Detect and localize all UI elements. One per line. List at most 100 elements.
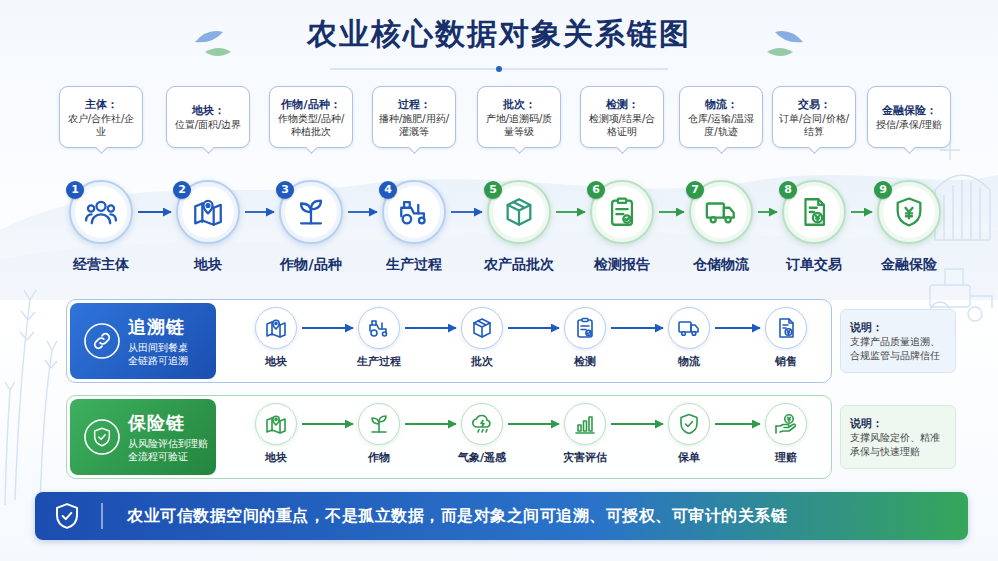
step-label: 检测 <box>574 354 596 369</box>
chain-step: 作物 <box>358 403 400 445</box>
bubble-heading: 金融保险： <box>882 103 937 118</box>
step-label: 理赔 <box>775 450 797 465</box>
bubble-body: 播种/施肥/用药/灌溉等 <box>378 112 450 138</box>
icon-ring <box>85 324 119 358</box>
callout-number: 6 <box>587 181 605 199</box>
callout-bubble: 交易：订单/合同/价格/结算 <box>772 86 856 148</box>
bubble-body: 订单/合同/价格/结算 <box>778 112 850 138</box>
callout-bubble: 过程：播种/施肥/用药/灌溉等 <box>372 86 456 148</box>
flow-arrow <box>348 211 377 213</box>
tractor-icon <box>401 202 424 223</box>
sprout-icon <box>301 201 321 224</box>
chain-title: 追溯链 <box>128 316 216 338</box>
callout-bubble: 物流：仓库/运输/温湿度/轨迹 <box>679 86 763 148</box>
contract-icon <box>806 199 824 225</box>
clipboard-icon <box>578 319 592 338</box>
flow-arrow <box>302 423 353 425</box>
step-label: 灾害评估 <box>563 450 607 465</box>
map-icon <box>267 416 285 433</box>
step-label: 作物 <box>368 450 390 465</box>
note-body: 支撑产品质量追溯、合规监管与品牌信任 <box>850 335 946 363</box>
object-label: 作物/品种 <box>280 256 341 274</box>
step-label: 地块 <box>265 450 287 465</box>
bubble-heading: 作物/品种： <box>281 97 340 112</box>
chain-step: 销售 <box>765 307 807 349</box>
step-label: 地块 <box>265 354 287 369</box>
object-label: 金融保险 <box>881 256 937 274</box>
sales-icon <box>780 319 793 337</box>
chart-icon <box>576 417 594 433</box>
chain-header: 追溯链从田间到餐桌 全链路可追溯 <box>70 303 216 379</box>
bubble-heading: 检测： <box>606 97 639 112</box>
callout-number: 8 <box>779 181 797 199</box>
flow-arrow <box>302 327 353 329</box>
bubble-body: 产地/追溯码/质量等级 <box>483 112 555 138</box>
chain-title: 保险链 <box>128 412 216 434</box>
shield-icon <box>898 199 921 226</box>
object-icons <box>86 199 920 226</box>
policy-icon <box>681 415 697 434</box>
bubble-body: 检测项/结果/合格证明 <box>586 112 658 138</box>
bubble-heading: 过程： <box>398 97 431 112</box>
people-icon <box>86 202 116 224</box>
bubble-body: 农户/合作社/企业 <box>65 112 137 138</box>
chain-step: 生产过程 <box>358 307 400 349</box>
map-icon <box>267 320 285 337</box>
flow-arrow <box>508 327 559 329</box>
flow-arrow <box>715 327 760 329</box>
object-label: 仓储物流 <box>693 256 749 274</box>
object-label: 经营主体 <box>73 256 129 274</box>
callout-number: 5 <box>484 181 502 199</box>
diagram-title: 农业核心数据对象关系链图 <box>0 14 998 55</box>
callout-bubble: 地块：位置/面积/边界 <box>166 86 250 148</box>
flow-arrow <box>556 211 585 213</box>
chain-step: 批次 <box>461 307 503 349</box>
flow-arrow <box>405 327 456 329</box>
header-icons <box>57 324 119 529</box>
bubble-heading: 主体： <box>85 97 118 112</box>
note-heading: 说明： <box>850 416 946 431</box>
object-label: 检测报告 <box>594 256 650 274</box>
callout-number: 3 <box>276 181 294 199</box>
shield-icon <box>57 504 77 528</box>
claim-icon <box>776 415 795 433</box>
bubble-heading: 批次： <box>503 97 536 112</box>
callout-number: 7 <box>686 181 704 199</box>
object-label: 订单交易 <box>786 256 842 274</box>
bubble-body: 仓库/运输/温湿度/轨迹 <box>685 112 757 138</box>
object-label: 生产过程 <box>386 256 442 274</box>
callout-number: 1 <box>66 181 84 199</box>
step-label: 销售 <box>775 354 797 369</box>
step-label: 生产过程 <box>357 354 401 369</box>
chain-subtitle: 从风险评估到理赔 全流程可验证 <box>128 437 212 463</box>
shield-icon <box>95 428 110 445</box>
note-body: 支撑风险定价、精准承保与快速理赔 <box>850 431 946 459</box>
map-icon <box>195 201 221 225</box>
icon-ring <box>85 420 119 454</box>
step-label: 批次 <box>471 354 493 369</box>
callout-bubble: 主体：农户/合作社/企业 <box>59 86 143 148</box>
bubble-body: 授信/承保/理赔 <box>876 118 943 131</box>
flow-arrow <box>851 211 872 213</box>
banner-text: 农业可信数据空间的重点，不是孤立数据，而是对象之间可追溯、可授权、可审计的关系链 <box>127 506 787 527</box>
flow-arrow <box>659 211 684 213</box>
weather-icon <box>473 415 490 432</box>
truck-icon <box>679 322 698 335</box>
flow-arrow <box>405 423 456 425</box>
clipboard-icon <box>612 199 632 225</box>
callout-bubble: 金融保险：授信/承保/理赔 <box>867 86 951 148</box>
link-icon <box>95 334 109 348</box>
callout-bubble: 作物/品种：作物类型/品种/种植批次 <box>269 86 353 148</box>
flow-arrow <box>245 211 274 213</box>
callout-number: 2 <box>173 181 191 199</box>
object-label: 农产品批次 <box>484 256 554 274</box>
chain-step: 检测 <box>564 307 606 349</box>
trace-icons <box>267 319 793 338</box>
summary-banner: 农业可信数据空间的重点，不是孤立数据，而是对象之间可追溯、可授权、可审计的关系链 <box>35 492 968 540</box>
callout-bubble: 批次：产地/追溯码/质量等级 <box>477 86 561 148</box>
chain-step: 灾害评估 <box>564 403 606 445</box>
bubble-heading: 地块： <box>192 103 225 118</box>
chain-step: 地块 <box>255 403 297 445</box>
note-heading: 说明： <box>850 320 946 335</box>
